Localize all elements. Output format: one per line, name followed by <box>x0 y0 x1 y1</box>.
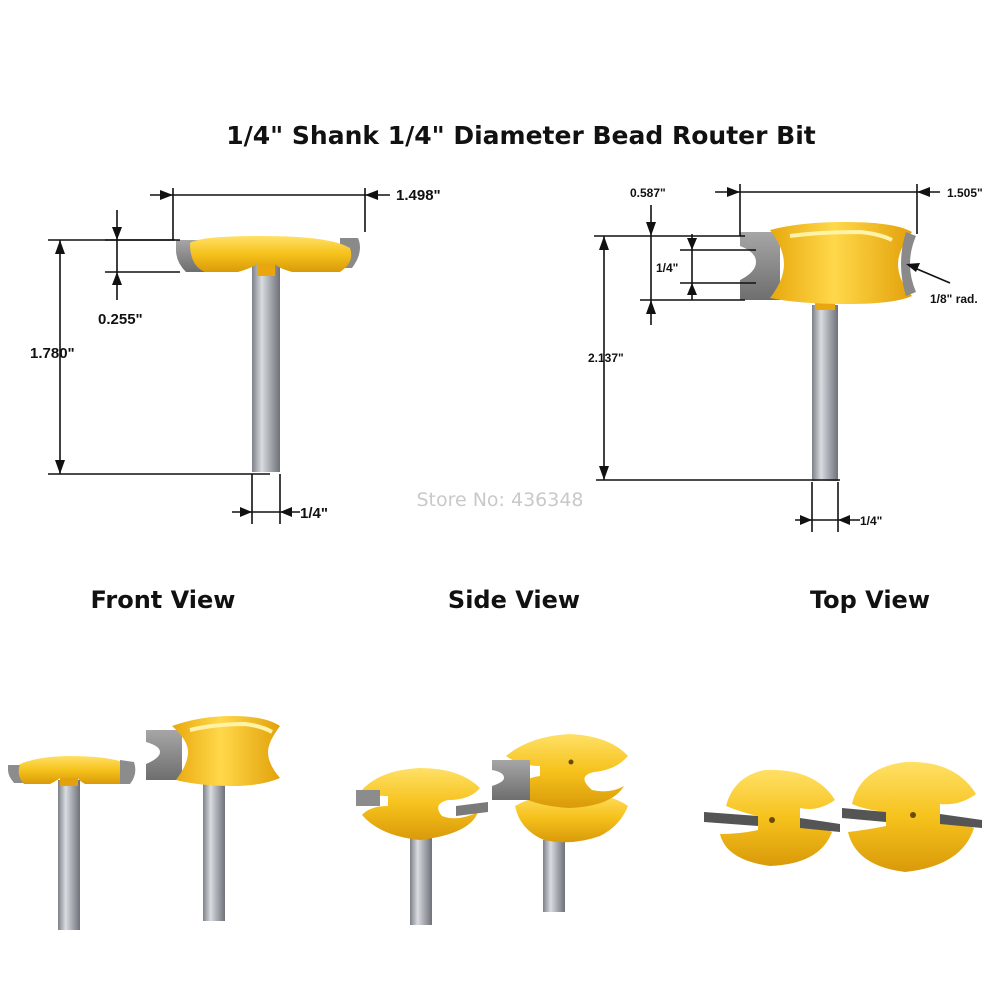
front-photo-bit1-cutter <box>18 756 130 784</box>
side-offset-label: 0.587" <box>630 186 666 200</box>
side-cutter-body <box>770 222 912 304</box>
top-photo-bit1-carbide-left <box>704 812 758 826</box>
front-photo-bit1-shank <box>58 780 80 930</box>
side-photo-bit2-shank <box>543 840 565 912</box>
front-overall-label: 1.780" <box>30 345 75 362</box>
front-diagram: 1.498" 0.255" 1.780" 1/4" <box>30 187 441 524</box>
front-photo-bit2-highlight <box>189 721 274 734</box>
side-shank-label: 1/4" <box>860 514 882 528</box>
side-photo-bit2-hole <box>568 759 574 765</box>
top-photo-bit2-carbide-right <box>940 814 982 828</box>
top-photo-bit1-body <box>720 769 835 866</box>
side-overall-label: 2.137" <box>588 351 624 365</box>
top-photo-bit1-carbide-right <box>800 818 840 832</box>
front-cutter-height-label: 0.255" <box>98 311 143 328</box>
front-photo-bit2-cutter <box>172 716 280 786</box>
side-width-label: 1.505" <box>947 186 983 200</box>
front-shank <box>252 262 280 472</box>
side-photo-bit2-carbide <box>492 760 530 800</box>
side-photo-bit1-carbide <box>356 790 380 806</box>
front-shank-label: 1/4" <box>300 505 328 522</box>
side-photo-bit1-shank <box>410 820 432 925</box>
front-width-label: 1.498" <box>396 187 441 204</box>
side-photo-bit2-top <box>506 734 628 808</box>
top-view-label: Top View <box>810 586 930 614</box>
side-shank <box>812 305 838 481</box>
side-bead-highlight <box>789 229 893 242</box>
side-view-photo <box>356 734 628 925</box>
page-title: 1/4" Shank 1/4" Diameter Bead Router Bit <box>226 121 816 150</box>
side-view-label: Side View <box>448 586 580 614</box>
front-view-label: Front View <box>91 586 236 614</box>
side-photo-bit1-cutter <box>362 768 480 840</box>
side-carbide <box>740 232 780 300</box>
front-view-photo <box>8 716 280 930</box>
side-diagram: 1.505" 0.587" 1/4" 1/8" rad. 2.137" 1/4" <box>588 184 983 532</box>
top-photo-bit2-hole <box>910 812 916 818</box>
front-photo-bit1-carbide-right <box>120 760 136 784</box>
top-view-photo <box>704 761 982 872</box>
side-photo-bit1-carbide-right <box>456 802 488 816</box>
side-radius-label: 1/8" rad. <box>930 292 978 306</box>
front-cutter-body <box>190 236 352 272</box>
store-watermark: Store No: 436348 <box>416 489 583 511</box>
front-photo-bit2-carbide <box>146 730 182 780</box>
side-bead-label: 1/4" <box>656 261 678 275</box>
front-photo-bit2-shank <box>203 776 225 921</box>
top-photo-bit2-carbide-left <box>842 808 886 822</box>
top-photo-bit1-hole <box>769 817 775 823</box>
